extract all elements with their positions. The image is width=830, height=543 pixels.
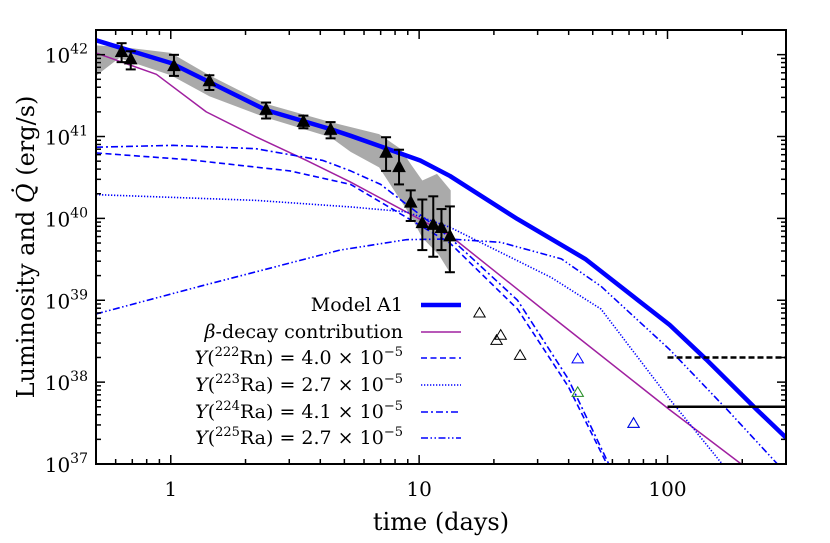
triangle-marker [296, 114, 311, 127]
triangle-marker [259, 102, 273, 115]
observation-point [114, 42, 129, 64]
observation-point [259, 101, 273, 120]
observation-point [202, 73, 217, 91]
triangle-marker [415, 215, 430, 229]
triangle-marker [323, 122, 338, 135]
triangle-marker [114, 44, 129, 58]
observation-point [443, 205, 457, 274]
observation-point [434, 208, 449, 252]
y-tick-label: 1038 [45, 369, 88, 395]
y-axis-label-pre: Luminosity and [12, 203, 40, 398]
open-triangle-marker [472, 306, 487, 318]
x-tick-label: 10 [406, 477, 431, 501]
x-axis-label: time (days) [373, 508, 509, 536]
triangle-marker [202, 73, 217, 87]
legend-label-model-a1: Model A1 [311, 294, 403, 316]
tick-layer: 1 10 100 1037 1038 1039 1040 1041 1042 [45, 29, 787, 501]
open-triangle-marker [571, 385, 585, 397]
legend: Model A1 β-decay contribution Y(222Rn) =… [195, 294, 461, 449]
observation-point [296, 114, 311, 130]
observation-point [403, 189, 418, 222]
open-triangle-marker [489, 333, 504, 345]
y-tick-label: 1037 [45, 451, 88, 477]
beta-decay-curve [96, 52, 742, 464]
open-triangle-marker [494, 328, 508, 340]
observation-point [167, 53, 181, 77]
open-triangle-marker [571, 352, 585, 364]
legend-label-ra225: Y(225Ra) = 2.7 × 10−5 [195, 425, 403, 449]
triangle-marker [403, 194, 418, 208]
rn222-curve [96, 152, 608, 464]
open-triangle-marker [626, 416, 641, 428]
observation-point [323, 121, 338, 140]
y-axis-label: Luminosity and Q̇ (erg/s) [12, 96, 40, 399]
triangle-marker [392, 159, 406, 173]
triangle-marker [379, 144, 393, 158]
marker-layer [114, 42, 641, 428]
y-tick-label: 1042 [45, 42, 88, 68]
legend-label-ra224: Y(224Ra) = 4.1 × 10−5 [195, 399, 403, 423]
uncertainty-band [96, 45, 451, 274]
uncertainty-band-layer [96, 45, 451, 274]
observation-point [392, 148, 406, 186]
y-tick-label: 1041 [45, 124, 88, 150]
triangle-marker [123, 51, 138, 65]
observation-point [415, 198, 430, 252]
legend-label-rn222: Y(222Rn) = 4.0 × 10−5 [195, 345, 403, 369]
ra223-curve [96, 193, 723, 464]
observation-point [123, 50, 138, 71]
triangle-marker [426, 217, 441, 230]
legend-label-ra223: Y(223Ra) = 2.7 × 10−5 [195, 372, 403, 396]
open-triangle-marker [513, 348, 527, 360]
y-axis-label-q: Q̇ [12, 183, 40, 203]
x-tick-label: 1 [164, 477, 177, 501]
observation-point [426, 195, 441, 258]
x-tick-label: 100 [648, 477, 686, 501]
triangle-marker [167, 58, 181, 72]
plot-frame [95, 29, 787, 465]
triangle-marker [434, 220, 449, 233]
observation-point [379, 136, 393, 172]
y-tick-label: 1039 [45, 287, 88, 313]
ra224-curve [96, 144, 610, 464]
y-axis-label-post: (erg/s) [12, 96, 40, 184]
open-triangle-marker [626, 416, 641, 428]
legend-label-beta: β-decay contribution [204, 321, 403, 343]
y-tick-label: 1040 [45, 205, 88, 231]
triangle-marker [443, 228, 457, 242]
